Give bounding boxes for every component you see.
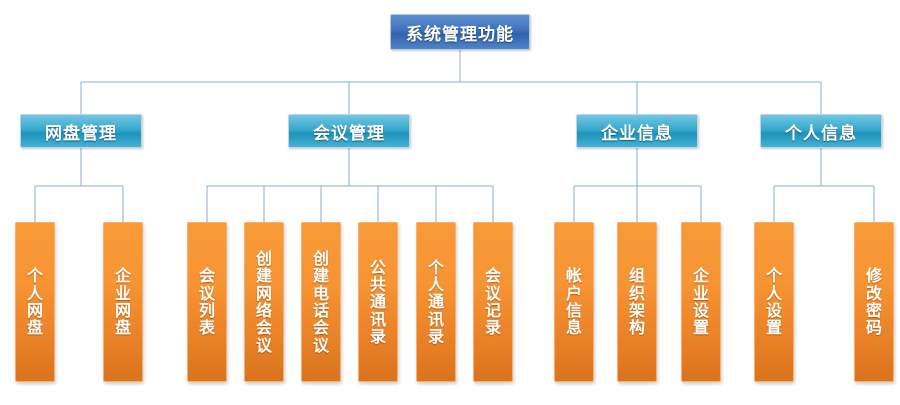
node-branch-personal-info[interactable]: 个人信息 — [760, 114, 882, 148]
node-leaf-org-structure[interactable]: 组 织 架 构 — [617, 222, 657, 382]
node-leaf-personal-contacts[interactable]: 个 人 通 讯 录 — [416, 222, 456, 382]
node-leaf-change-password[interactable]: 修 改 密 码 — [854, 222, 894, 382]
node-leaf-meeting-records-label: 会 议 记 录 — [484, 266, 501, 338]
node-branch-meeting-label: 会议管理 — [313, 123, 385, 144]
node-root-system-management[interactable]: 系统管理功能 — [390, 14, 530, 50]
node-leaf-enterprise-settings[interactable]: 企 业 设 置 — [681, 222, 721, 382]
node-leaf-public-contacts[interactable]: 公 共 通 讯 录 — [358, 222, 398, 382]
node-branch-personal-info-label: 个人信息 — [785, 123, 857, 144]
node-leaf-meeting-records[interactable]: 会 议 记 录 — [473, 222, 513, 382]
node-branch-enterprise-info[interactable]: 企业信息 — [576, 114, 698, 148]
node-leaf-org-structure-label: 组 织 架 构 — [628, 266, 645, 338]
node-branch-meeting[interactable]: 会议管理 — [288, 114, 410, 148]
node-leaf-create-web-meeting-label: 创 建 网 络 会 议 — [255, 249, 272, 355]
node-leaf-create-phone-meeting-label: 创 建 电 话 会 议 — [312, 249, 329, 355]
node-leaf-change-password-label: 修 改 密 码 — [865, 266, 882, 338]
node-leaf-personal-netdisk-label: 个 人 网 盘 — [26, 266, 43, 338]
node-root-label: 系统管理功能 — [406, 24, 514, 45]
node-leaf-meeting-list[interactable]: 会 议 列 表 — [187, 222, 227, 382]
node-leaf-public-contacts-label: 公 共 通 讯 录 — [369, 257, 386, 346]
node-leaf-personal-settings-label: 个 人 设 置 — [765, 266, 782, 338]
node-leaf-account-info-label: 帐 户 信 息 — [565, 266, 582, 338]
node-leaf-enterprise-settings-label: 企 业 设 置 — [692, 266, 709, 338]
node-leaf-enterprise-netdisk[interactable]: 企 业 网 盘 — [103, 222, 143, 382]
node-leaf-personal-netdisk[interactable]: 个 人 网 盘 — [15, 222, 55, 382]
node-branch-enterprise-info-label: 企业信息 — [601, 123, 673, 144]
node-leaf-account-info[interactable]: 帐 户 信 息 — [554, 222, 594, 382]
node-leaf-enterprise-netdisk-label: 企 业 网 盘 — [114, 266, 131, 338]
node-leaf-meeting-list-label: 会 议 列 表 — [198, 266, 215, 338]
node-leaf-create-phone-meeting[interactable]: 创 建 电 话 会 议 — [301, 222, 341, 382]
node-leaf-create-web-meeting[interactable]: 创 建 网 络 会 议 — [244, 222, 284, 382]
node-leaf-personal-settings[interactable]: 个 人 设 置 — [754, 222, 794, 382]
node-branch-netdisk-label: 网盘管理 — [45, 123, 117, 144]
node-leaf-personal-contacts-label: 个 人 通 讯 录 — [427, 257, 444, 346]
node-branch-netdisk[interactable]: 网盘管理 — [20, 114, 142, 148]
